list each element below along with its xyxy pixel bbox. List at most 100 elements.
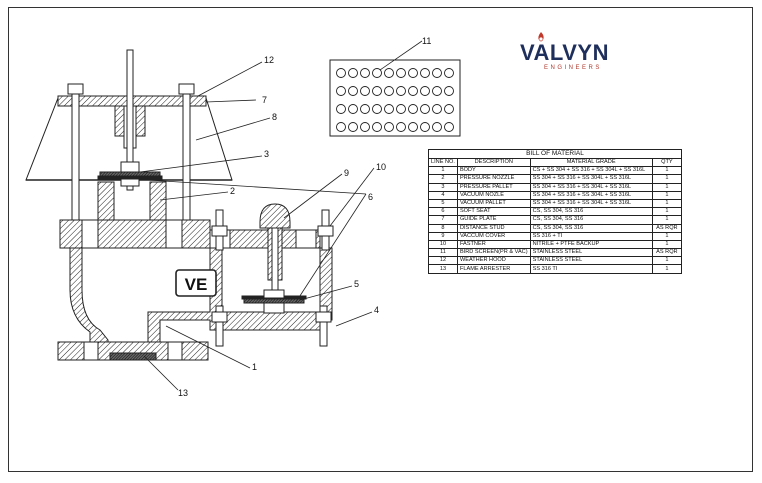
vacuum-pallet (241, 227, 307, 314)
screen-hole (360, 122, 370, 132)
bom-cell-qty: 1 (651, 264, 683, 274)
bom-cell-line-no: 4 (428, 190, 458, 200)
bom-cell-material: STAINLESS STEEL (529, 248, 653, 258)
bom-cell-line-no: 9 (428, 231, 458, 241)
bom-header-line-no: LINE NO. (428, 157, 458, 168)
screen-hole (336, 122, 346, 132)
bom-cell-qty: 1 (651, 207, 683, 217)
callout-5: 5 (354, 279, 359, 289)
screen-hole (444, 122, 454, 132)
callout-8: 8 (272, 112, 277, 122)
screen-hole (396, 86, 406, 96)
screen-hole (432, 68, 442, 78)
bom-cell-line-no: 12 (428, 256, 458, 266)
bom-cell-material: CS, SS 304, SS 316 (529, 223, 653, 233)
screen-hole (396, 122, 406, 132)
bom-cell-material: SS 316 + TI (529, 231, 653, 241)
body-top-flange (59, 219, 211, 249)
bom-cell-description: WEATHER HOOD (456, 256, 531, 266)
bom-cell-line-no: 6 (428, 207, 458, 217)
bom-cell-line-no: 13 (428, 264, 458, 274)
bom-cell-qty: 1 (651, 198, 683, 209)
screen-hole (384, 104, 394, 114)
bom-cell-description: FASTNER (456, 239, 531, 250)
leader-lines (139, 40, 423, 391)
emblem-text: VE (185, 275, 208, 294)
screen-hole (348, 122, 358, 132)
bom-cell-description: PRESSURE PALLET (456, 182, 531, 192)
screen-hole (360, 104, 370, 114)
bom-cell-description: PRESSURE NOZZLE (456, 174, 531, 184)
bom-cell-qty: 1 (651, 231, 683, 241)
bom-cell-description: FLAME ARRESTER (456, 264, 531, 274)
bom-cell-qty: 1 (651, 182, 683, 192)
screen-hole (408, 68, 418, 78)
screen-hole (360, 68, 370, 78)
bom-cell-material: STAINLESS STEEL (529, 256, 653, 266)
screen-hole (372, 104, 382, 114)
bom-cell-material: SS 316 TI (529, 264, 653, 274)
callout-13: 13 (178, 388, 188, 398)
bom-cell-material: SS 304 + SS 316 + SS 304L + SS 316L (529, 174, 653, 184)
bom-cell-line-no: 5 (428, 198, 458, 209)
bom-header-qty: QTY (651, 157, 683, 168)
callout-labels: 11 12 7 8 3 2 9 10 6 5 4 1 13 (178, 36, 431, 398)
screen-hole (384, 86, 394, 96)
bom-cell-description: BODY (456, 166, 531, 176)
screen-hole (372, 122, 382, 132)
screen-hole (420, 68, 430, 78)
screen-hole (408, 122, 418, 132)
screen-hole (444, 68, 454, 78)
screen-hole (444, 86, 454, 96)
bom-cell-description: BIRD SCREEN(PR & VAC) (456, 248, 531, 258)
bom-title: BILL OF MATERIAL (428, 149, 682, 158)
screen-hole (336, 104, 346, 114)
callout-2: 2 (230, 186, 235, 196)
bom-cell-qty: 1 (651, 190, 683, 200)
bom-cell-qty: 1 (651, 239, 683, 250)
callout-3: 3 (264, 149, 269, 159)
screen-hole (432, 122, 442, 132)
pressure-stem (97, 49, 163, 191)
bom-header-description: DESCRIPTION (456, 157, 531, 168)
drawing-border (8, 7, 753, 472)
bom-cell-qty: AS RQR (651, 223, 683, 233)
bill-of-material-table: BILL OF MATERIAL LINE NO. DESCRIPTION MA… (428, 149, 683, 274)
screen-hole (348, 68, 358, 78)
screen-hole (396, 68, 406, 78)
bom-cell-material: CS + SS 304 + SS 316 + SS 304L + SS 316L (529, 166, 653, 176)
screen-hole (420, 122, 430, 132)
bom-cell-line-no: 8 (428, 223, 458, 233)
valvyn-logo: VALVYN ENGINEERS (516, 32, 626, 78)
screen-hole (384, 68, 394, 78)
bom-cell-description: VACCUM COVER (456, 231, 531, 241)
bom-header-material: MATERIAL GRADE (529, 157, 653, 168)
pressure-nozzle (97, 181, 167, 221)
bom-cell-material: CS, SS 304, SS 316 (529, 215, 653, 225)
bom-cell-description: SOFT SEAT (456, 207, 531, 217)
bom-cell-qty: 1 (651, 215, 683, 225)
bom-cell-description: VACUUM NOZLE (456, 190, 531, 200)
callout-7: 7 (262, 95, 267, 105)
bom-cell-material: NITRILE + PTFE BACKUP (529, 239, 653, 250)
vacuum-studs (211, 209, 334, 347)
bom-cell-line-no: 2 (428, 174, 458, 184)
callout-4: 4 (374, 305, 379, 315)
logo-tagline: ENGINEERS (544, 65, 602, 71)
screen-hole (408, 104, 418, 114)
callout-11: 11 (422, 36, 431, 46)
screen-hole (432, 86, 442, 96)
bom-cell-line-no: 11 (428, 248, 458, 258)
screen-hole (420, 86, 430, 96)
bom-cell-line-no: 10 (428, 239, 458, 250)
bom-cell-description: DISTANCE STUD (456, 223, 531, 233)
